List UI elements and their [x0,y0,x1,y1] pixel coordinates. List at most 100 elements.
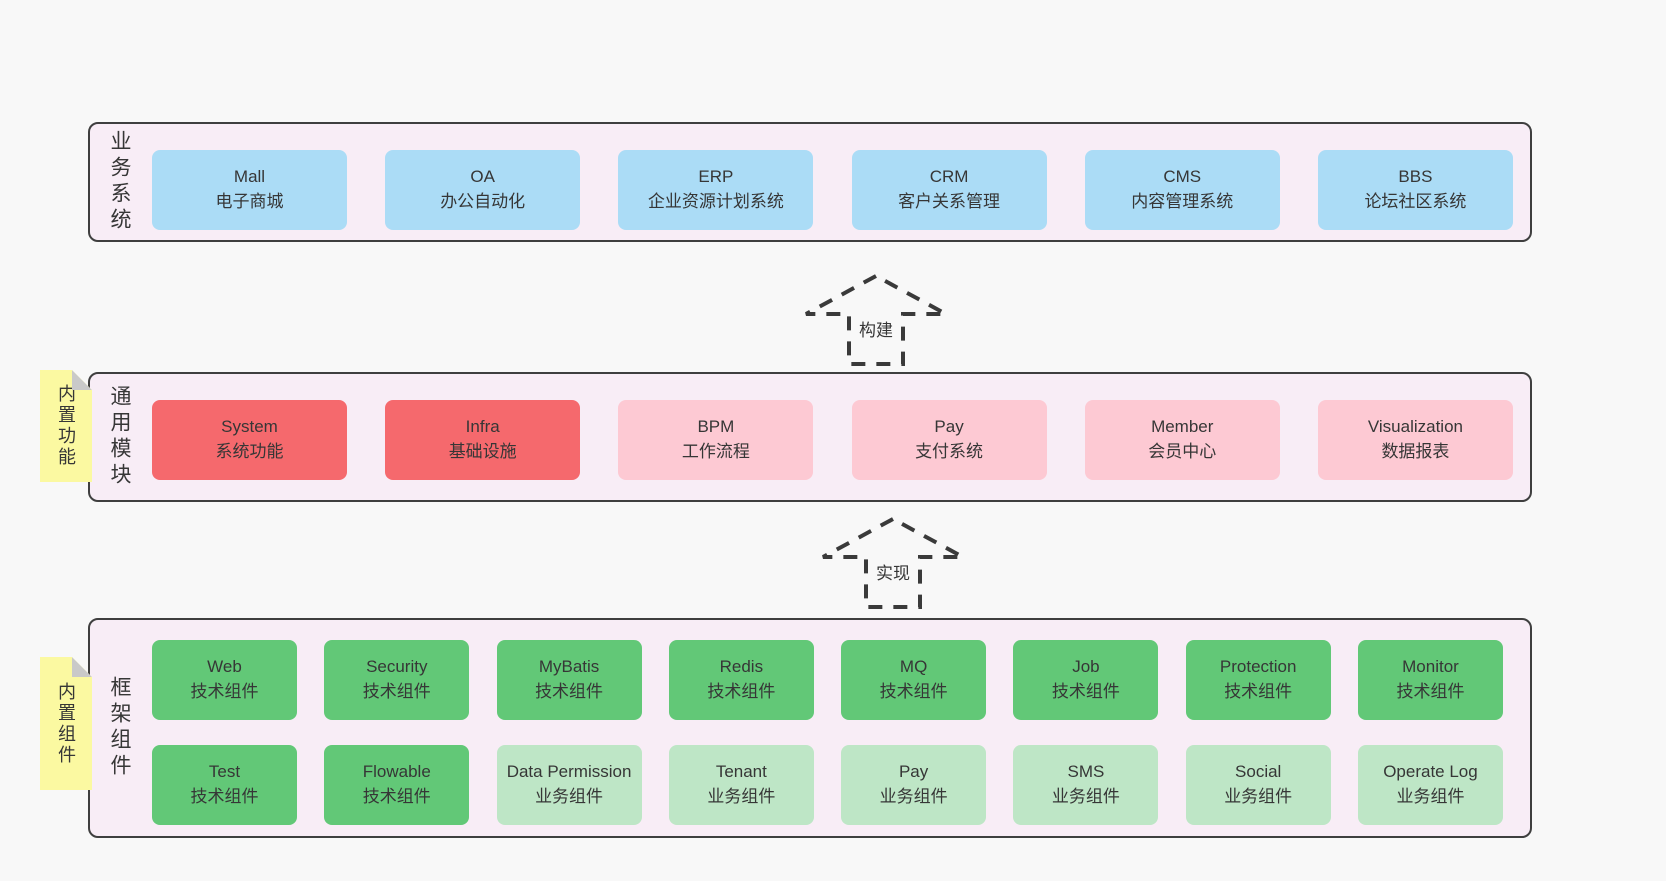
box-title: Redis [719,657,764,677]
business-systems-layer: 业务系统 Mall 电子商城 OA 办公自动化 ERP 企业资源计划系统 CRM… [88,122,1532,242]
build-arrow: 构建 [801,272,951,367]
box-subtitle: 支付系统 [915,442,984,461]
box-title: Pay [934,417,964,437]
framework-components-layer: 内置组件 框架组件 Web 技术组件 Security 技术组件 MyBatis… [88,618,1532,838]
note-text: 内置组件 [56,681,76,766]
box-pay-component: Pay 业务组件 [841,745,987,825]
box-sms: SMS 业务组件 [1013,745,1159,825]
box-subtitle: 技术组件 [879,682,948,701]
box-title: CMS [1163,167,1202,187]
box-subtitle: 数据报表 [1381,442,1450,461]
box-title: Social [1235,762,1282,782]
box-title: System [221,417,278,437]
box-title: MQ [899,657,928,677]
box-tenant: Tenant 业务组件 [668,745,814,825]
box-title: Security [366,657,428,677]
box-title: Test [208,762,241,782]
framework-components-row-1: Web 技术组件 Security 技术组件 MyBatis 技术组件 Redi… [152,640,1503,720]
box-subtitle: 企业资源计划系统 [647,192,784,211]
box-erp: ERP 企业资源计划系统 [618,150,814,230]
box-system: System 系统功能 [152,400,347,480]
box-title: Pay [898,762,929,782]
box-oa: OA 办公自动化 [385,150,581,230]
box-title: Operate Log [1383,762,1478,782]
framework-components-row-2: Test 技术组件 Flowable 技术组件 Data Permission … [152,745,1503,825]
box-title: Job [1072,657,1100,677]
box-subtitle: 业务组件 [1224,787,1293,806]
up-arrow-icon [805,273,947,366]
box-pay-module: Pay 支付系统 [851,400,1047,480]
box-mybatis: MyBatis 技术组件 [496,640,642,720]
box-security: Security 技术组件 [324,640,470,720]
framework-components-label: 框架组件 [108,676,131,780]
box-subtitle: 技术组件 [362,682,431,701]
common-modules-layer: 内置功能 通用模块 System 系统功能 Infra 基础设施 BPM 工作流… [88,372,1532,502]
box-job: Job 技术组件 [1013,640,1159,720]
box-subtitle: 论坛社区系统 [1364,192,1467,211]
box-title: Member [1151,417,1214,437]
box-bbs: BBS 论坛社区系统 [1317,150,1513,230]
note-fold-icon [72,657,92,677]
box-title: ERP [698,167,734,187]
box-flowable: Flowable 技术组件 [324,745,470,825]
box-subtitle: 技术组件 [1396,682,1465,701]
box-member: Member 会员中心 [1084,400,1280,480]
box-title: CRM [929,167,969,187]
box-title: BBS [1398,167,1433,187]
box-operate-log: Operate Log 业务组件 [1357,745,1503,825]
box-redis: Redis 技术组件 [668,640,814,720]
box-subtitle: 技术组件 [707,682,776,701]
box-subtitle: 会员中心 [1148,442,1217,461]
box-subtitle: 业务组件 [1396,787,1465,806]
box-subtitle: 内容管理系统 [1131,192,1234,211]
box-subtitle: 业务组件 [707,787,776,806]
box-title: SMS [1067,762,1105,782]
box-subtitle: 技术组件 [190,682,259,701]
box-subtitle: 技术组件 [1051,682,1120,701]
box-cms: CMS 内容管理系统 [1084,150,1280,230]
box-bpm: BPM 工作流程 [618,400,814,480]
box-title: Data Permission [506,762,632,782]
box-protection: Protection 技术组件 [1185,640,1331,720]
box-title: OA [470,167,495,187]
box-mq: MQ 技术组件 [841,640,987,720]
business-systems-row: Mall 电子商城 OA 办公自动化 ERP 企业资源计划系统 CRM 客户关系… [152,150,1513,230]
sticky-note-builtin-components: 内置组件 [40,657,92,790]
box-subtitle: 基础设施 [448,442,517,461]
common-modules-row: System 系统功能 Infra 基础设施 BPM 工作流程 Pay 支付系统… [152,400,1513,480]
business-systems-label: 业务系统 [108,130,131,234]
box-subtitle: 业务组件 [1051,787,1120,806]
box-subtitle: 技术组件 [535,682,604,701]
box-web: Web 技术组件 [152,640,297,720]
box-crm: CRM 客户关系管理 [851,150,1047,230]
box-subtitle: 客户关系管理 [898,192,1001,211]
box-subtitle: 办公自动化 [440,192,526,211]
note-fold-icon [72,370,92,390]
box-title: Tenant [715,762,767,782]
box-data-permission: Data Permission 业务组件 [496,745,642,825]
box-infra: Infra 基础设施 [385,400,581,480]
implement-arrow: 实现 [818,515,968,610]
box-title: MyBatis [538,657,600,677]
common-modules-label: 通用模块 [108,385,131,489]
box-test: Test 技术组件 [152,745,297,825]
box-subtitle: 工作流程 [681,442,750,461]
build-arrow-label: 构建 [856,315,896,342]
box-subtitle: 业务组件 [879,787,948,806]
box-social: Social 业务组件 [1185,745,1331,825]
box-title: Web [207,657,242,677]
box-title: Infra [465,417,500,437]
up-arrow-icon [822,516,964,609]
box-title: Monitor [1402,657,1459,677]
box-title: Flowable [362,762,431,782]
box-subtitle: 系统功能 [215,442,284,461]
box-subtitle: 技术组件 [1224,682,1293,701]
implement-arrow-label: 实现 [873,558,913,585]
box-monitor: Monitor 技术组件 [1357,640,1503,720]
box-title: Visualization [1367,417,1463,437]
sticky-note-builtin-features: 内置功能 [40,370,92,482]
box-subtitle: 技术组件 [362,787,431,806]
box-visualization: Visualization 数据报表 [1317,400,1513,480]
box-title: Protection [1219,657,1297,677]
